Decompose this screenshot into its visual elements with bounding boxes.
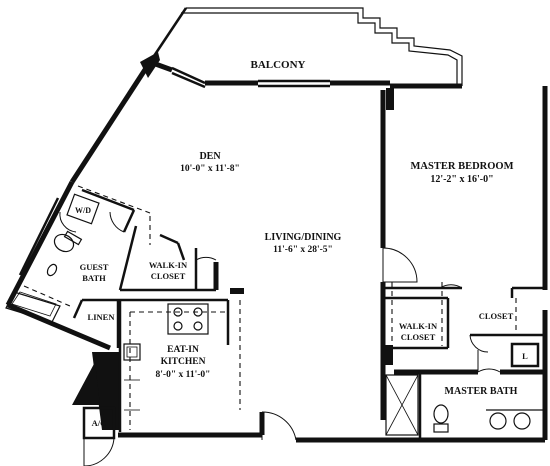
walkin-closet-2-label-1: WALK-IN	[399, 321, 438, 331]
shower-icon	[385, 374, 419, 436]
den-label: DEN	[199, 151, 221, 162]
master-bedroom-label: MASTER BEDROOM	[411, 161, 514, 172]
walkin-closet-2-label-2: CLOSET	[401, 332, 436, 342]
guest-bath-label-1: GUEST	[80, 262, 109, 272]
ac-label: A/C	[92, 418, 107, 428]
walkin-closet-1-label-2: CLOSET	[151, 271, 186, 281]
linen-label: LINEN	[88, 312, 116, 322]
room-labels: BALCONY DEN 10'-0" x 11'-8" MASTER BEDRO…	[75, 59, 528, 428]
master-toilet-icon	[433, 404, 449, 433]
walkin-closet-1-label-1: WALK-IN	[149, 260, 188, 270]
stove-icon	[167, 303, 209, 335]
master-sinks-icon	[486, 409, 545, 430]
living-dining-size: 11'-6" x 28'-5"	[273, 245, 333, 255]
fixtures	[5, 193, 545, 436]
den-size: 10'-0" x 11'-8"	[180, 164, 240, 174]
living-dining-label: LIVING/DINING	[265, 232, 342, 243]
toilet-icon	[53, 230, 83, 253]
balcony-label: BALCONY	[250, 59, 305, 71]
laundry-label: L	[522, 351, 528, 361]
master-bath-label: MASTER BATH	[445, 386, 518, 397]
kitchen-size: 8'-0" x 11'-0"	[156, 370, 211, 380]
balcony-area	[148, 7, 463, 86]
closet-label: CLOSET	[479, 311, 514, 321]
kitchen-label-2: KITCHEN	[161, 357, 206, 367]
bathtub-icon	[5, 291, 61, 323]
master-bedroom-size: 12'-2" x 16'-0"	[430, 174, 493, 185]
wd-label: W/D	[75, 206, 91, 215]
guest-bath-label-2: BATH	[82, 273, 106, 283]
kitchen-sink-icon	[123, 343, 141, 361]
kitchen-label-1: EAT-IN	[167, 345, 199, 355]
exterior-walls	[5, 52, 548, 443]
dashed-lines	[23, 185, 517, 430]
interior-walls	[72, 88, 545, 440]
washer-dryer-icon	[66, 193, 100, 225]
sink-icon	[46, 263, 58, 277]
